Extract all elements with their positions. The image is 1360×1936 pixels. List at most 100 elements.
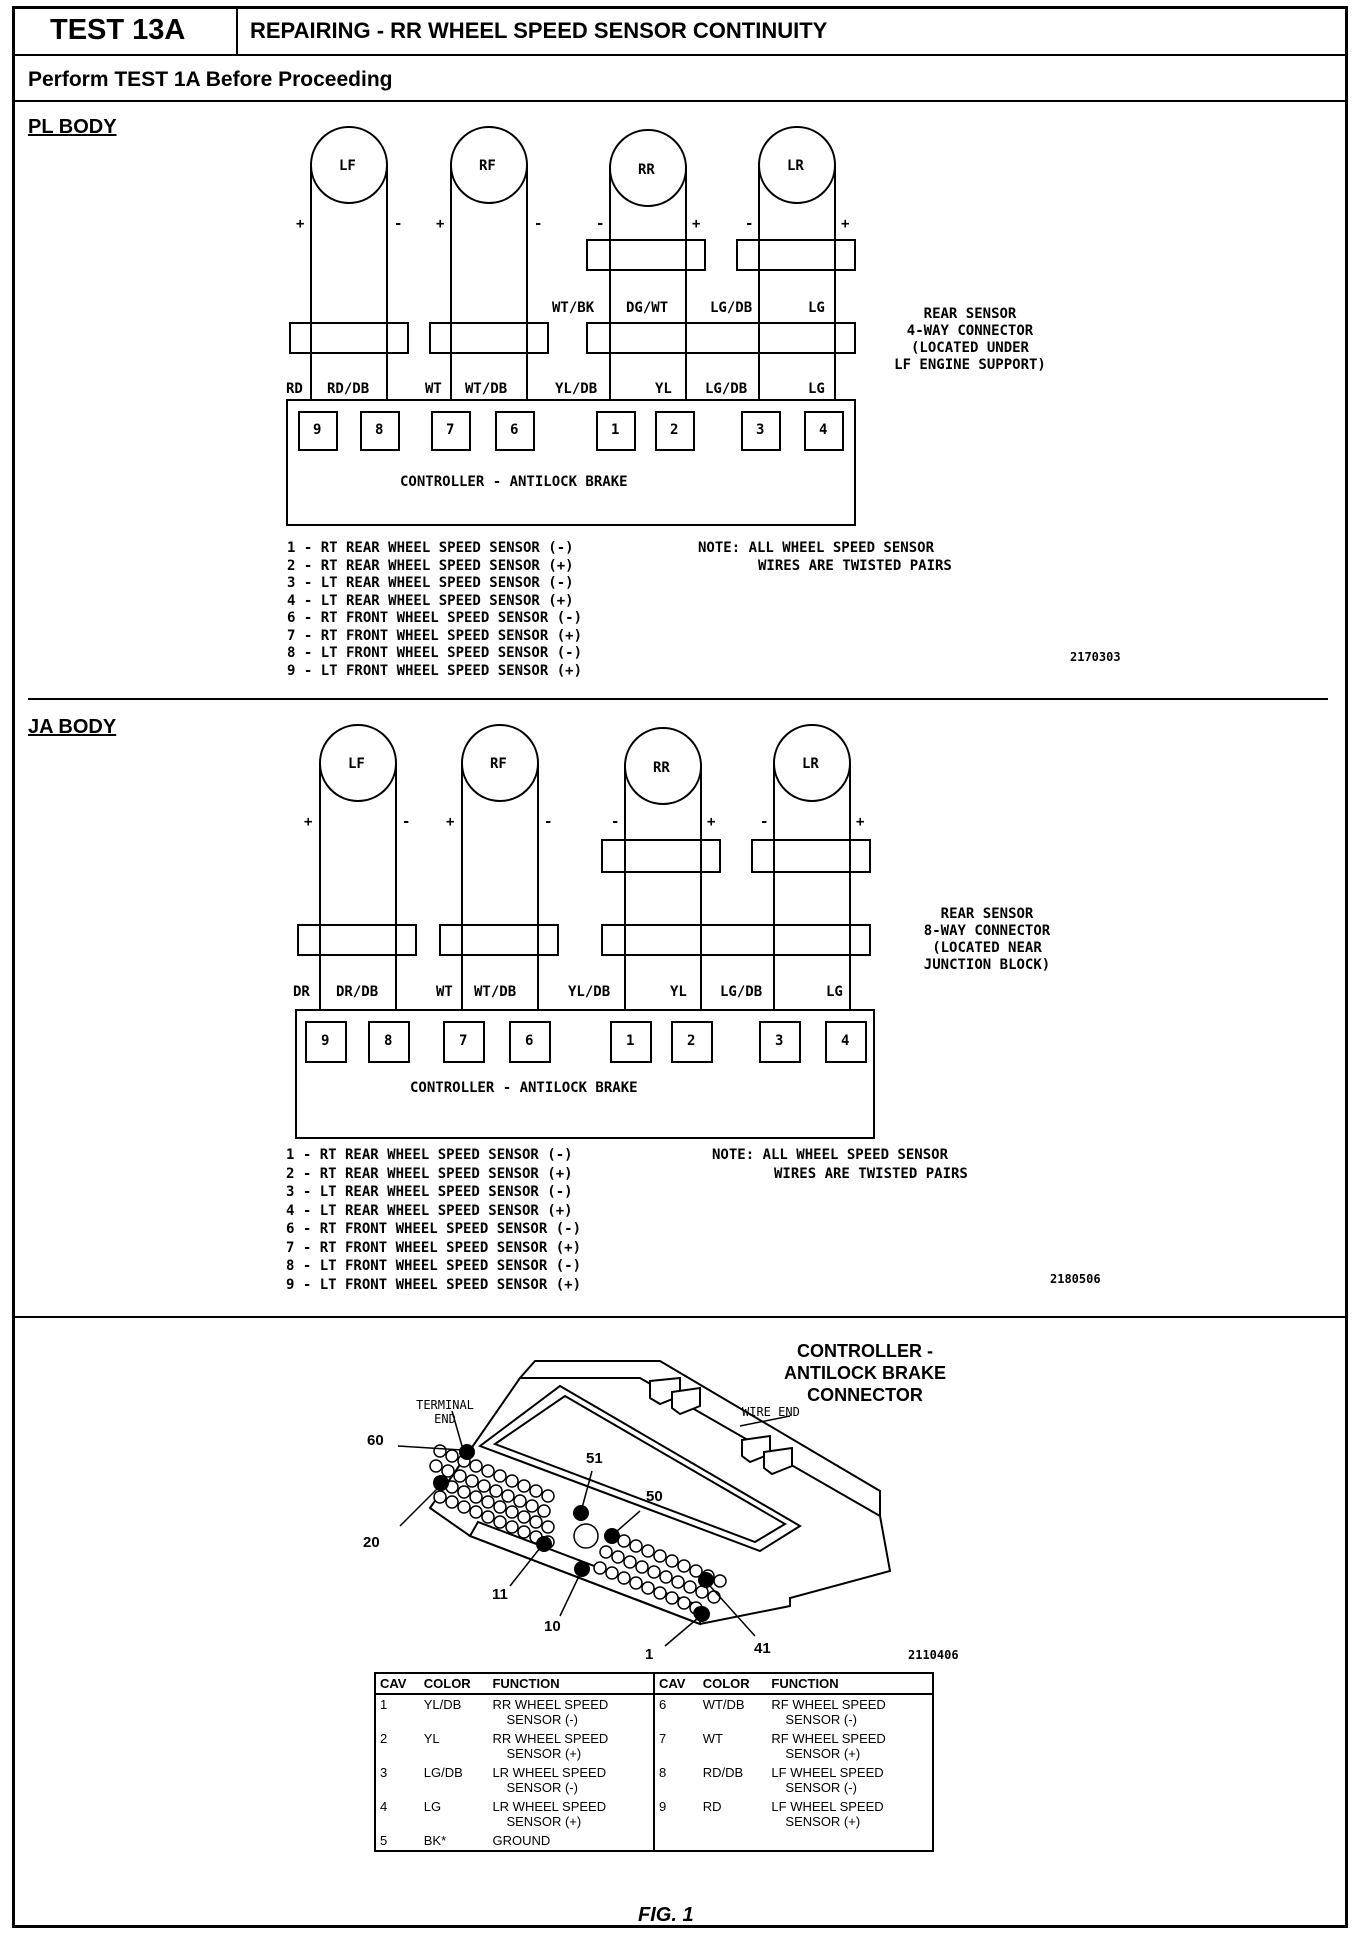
ja-lf-neg: -	[402, 814, 411, 830]
cell-color: WT	[702, 1731, 723, 1746]
pl-rear-4way-connector	[586, 322, 856, 354]
pl-lr-neg: -	[745, 216, 754, 232]
ja-pin-label-9: 9	[321, 1033, 330, 1049]
cell-cav: 2	[380, 1731, 388, 1746]
pl-note: NOTE: ALL WHEEL SPEED SENSOR WIRES ARE T…	[698, 540, 952, 575]
pl-rf-pos: +	[436, 216, 445, 232]
callout-60: 60	[367, 1432, 384, 1449]
function-line: LR WHEEL SPEED	[492, 1765, 607, 1780]
pl-lf-neg: -	[394, 216, 403, 232]
legend-line: 8 - LT FRONT WHEEL SPEED SENSOR (-)	[287, 645, 583, 661]
ja-rr-pos: +	[707, 814, 716, 830]
function-line: SENSOR (-)	[785, 1712, 857, 1727]
function-line: SENSOR (+)	[506, 1746, 582, 1761]
pl-rr-pos: +	[692, 216, 701, 232]
cell-cav: 7	[658, 1731, 667, 1746]
ja-pin-label-7: 7	[459, 1033, 468, 1049]
cell-color: YL	[423, 1731, 440, 1746]
callout-20: 20	[363, 1534, 380, 1551]
cell-cav: 8	[658, 1765, 667, 1780]
cell-color: BK*	[423, 1833, 447, 1848]
header-cell-divider	[236, 6, 238, 55]
pl-controller-label: CONTROLLER - ANTILOCK BRAKE	[400, 474, 628, 490]
cell-cav: 3	[380, 1765, 388, 1780]
function-line: SENSOR (+)	[785, 1746, 861, 1761]
pl-lf-connector	[289, 322, 409, 354]
ja-note-line: WIRES ARE TWISTED PAIRS	[774, 1165, 968, 1182]
cell-empty	[767, 1831, 933, 1851]
ja-controller-label: CONTROLLER - ANTILOCK BRAKE	[410, 1080, 638, 1096]
callout-10: 10	[544, 1618, 561, 1635]
ja-wire-dr: DR	[293, 984, 310, 1000]
pl-lr-pos: +	[841, 216, 850, 232]
function-line: SENSOR (-)	[506, 1780, 578, 1795]
pl-pin-label-9: 9	[313, 422, 322, 438]
table-header-row: CAV COLOR FUNCTION CAV COLOR FUNCTION	[375, 1673, 933, 1694]
ja-rf-pos: +	[446, 814, 455, 830]
ja-pin-label-4: 4	[841, 1033, 850, 1049]
subtitle-divider	[12, 100, 1348, 102]
pl-rr-neg: -	[596, 216, 605, 232]
section-divider-ja-connector	[12, 1316, 1348, 1318]
pl-pin-6	[495, 411, 535, 451]
ja-body-label: JA BODY	[28, 716, 117, 738]
legend-line: 9 - LT FRONT WHEEL SPEED SENSOR (+)	[286, 1276, 582, 1293]
ja-pin-6	[509, 1021, 551, 1063]
pl-pin-label-2: 2	[670, 422, 679, 438]
callout-pins	[433, 1444, 714, 1622]
legend-line: 6 - RT FRONT WHEEL SPEED SENSOR (-)	[287, 610, 583, 626]
ja-lr-connector	[751, 839, 871, 873]
pl-pin-label-1: 1	[611, 422, 620, 438]
figure-caption: FIG. 1	[638, 1904, 694, 1926]
callout-50: 50	[646, 1488, 663, 1505]
pl-wiring-diagram	[286, 126, 856, 526]
ja-pin-7	[443, 1021, 485, 1063]
connector-tab	[763, 1446, 793, 1476]
legend-line: 3 - LT REAR WHEEL SPEED SENSOR (-)	[286, 1184, 573, 1200]
th-function: FUNCTION	[488, 1673, 655, 1694]
th-function: FUNCTION	[771, 1676, 839, 1691]
ja-rf-connector	[439, 924, 559, 956]
pl-pin-label-4: 4	[819, 422, 828, 438]
function-line: SENSOR (-)	[785, 1780, 857, 1795]
pl-sensor-rr-label: RR	[638, 162, 655, 178]
function-line: SENSOR (+)	[506, 1814, 582, 1829]
legend-line: 7 - RT FRONT WHEEL SPEED SENSOR (+)	[287, 627, 583, 644]
cell-color: YL/DB	[423, 1697, 462, 1712]
function-line: RR WHEEL SPEED	[492, 1731, 609, 1746]
cell-color: RD	[702, 1799, 722, 1814]
pl-connector-note-line: REAR SENSOR	[923, 306, 1017, 322]
ja-lf-pos: +	[304, 814, 313, 830]
pl-note-line: WIRES ARE TWISTED PAIRS	[758, 557, 952, 574]
ja-lf-connector	[297, 924, 417, 956]
terminal-end-line: TERMINAL	[416, 1398, 474, 1412]
cell-color: LG/DB	[423, 1765, 463, 1780]
ja-pin-1	[610, 1021, 652, 1063]
function-line: SENSOR (-)	[506, 1712, 578, 1727]
cell-cav: 6	[658, 1697, 667, 1712]
ja-sensor-lr-label: LR	[802, 756, 819, 772]
pl-pin-7	[431, 411, 471, 451]
section-divider-pl-ja	[28, 698, 1328, 700]
function-line: LF WHEEL SPEED	[771, 1765, 884, 1780]
table-row: 5 BK* GROUND	[375, 1831, 933, 1851]
function-line: RF WHEEL SPEED	[771, 1731, 886, 1746]
header-divider	[12, 54, 1348, 56]
pl-wire-wt-db: WT/DB	[465, 381, 508, 397]
ja-pin-legend: 1 - RT REAR WHEEL SPEED SENSOR (-) 2 - R…	[286, 1146, 581, 1294]
th-cav: CAV	[380, 1676, 407, 1691]
pl-pin-9	[298, 411, 338, 451]
connector-title-line: CONTROLLER -	[797, 1341, 933, 1361]
cell-function: GROUND	[488, 1831, 655, 1851]
ja-wiring-diagram	[295, 724, 875, 1139]
pl-pin-label-6: 6	[510, 422, 519, 438]
pl-wire-rd: RD	[286, 381, 303, 397]
